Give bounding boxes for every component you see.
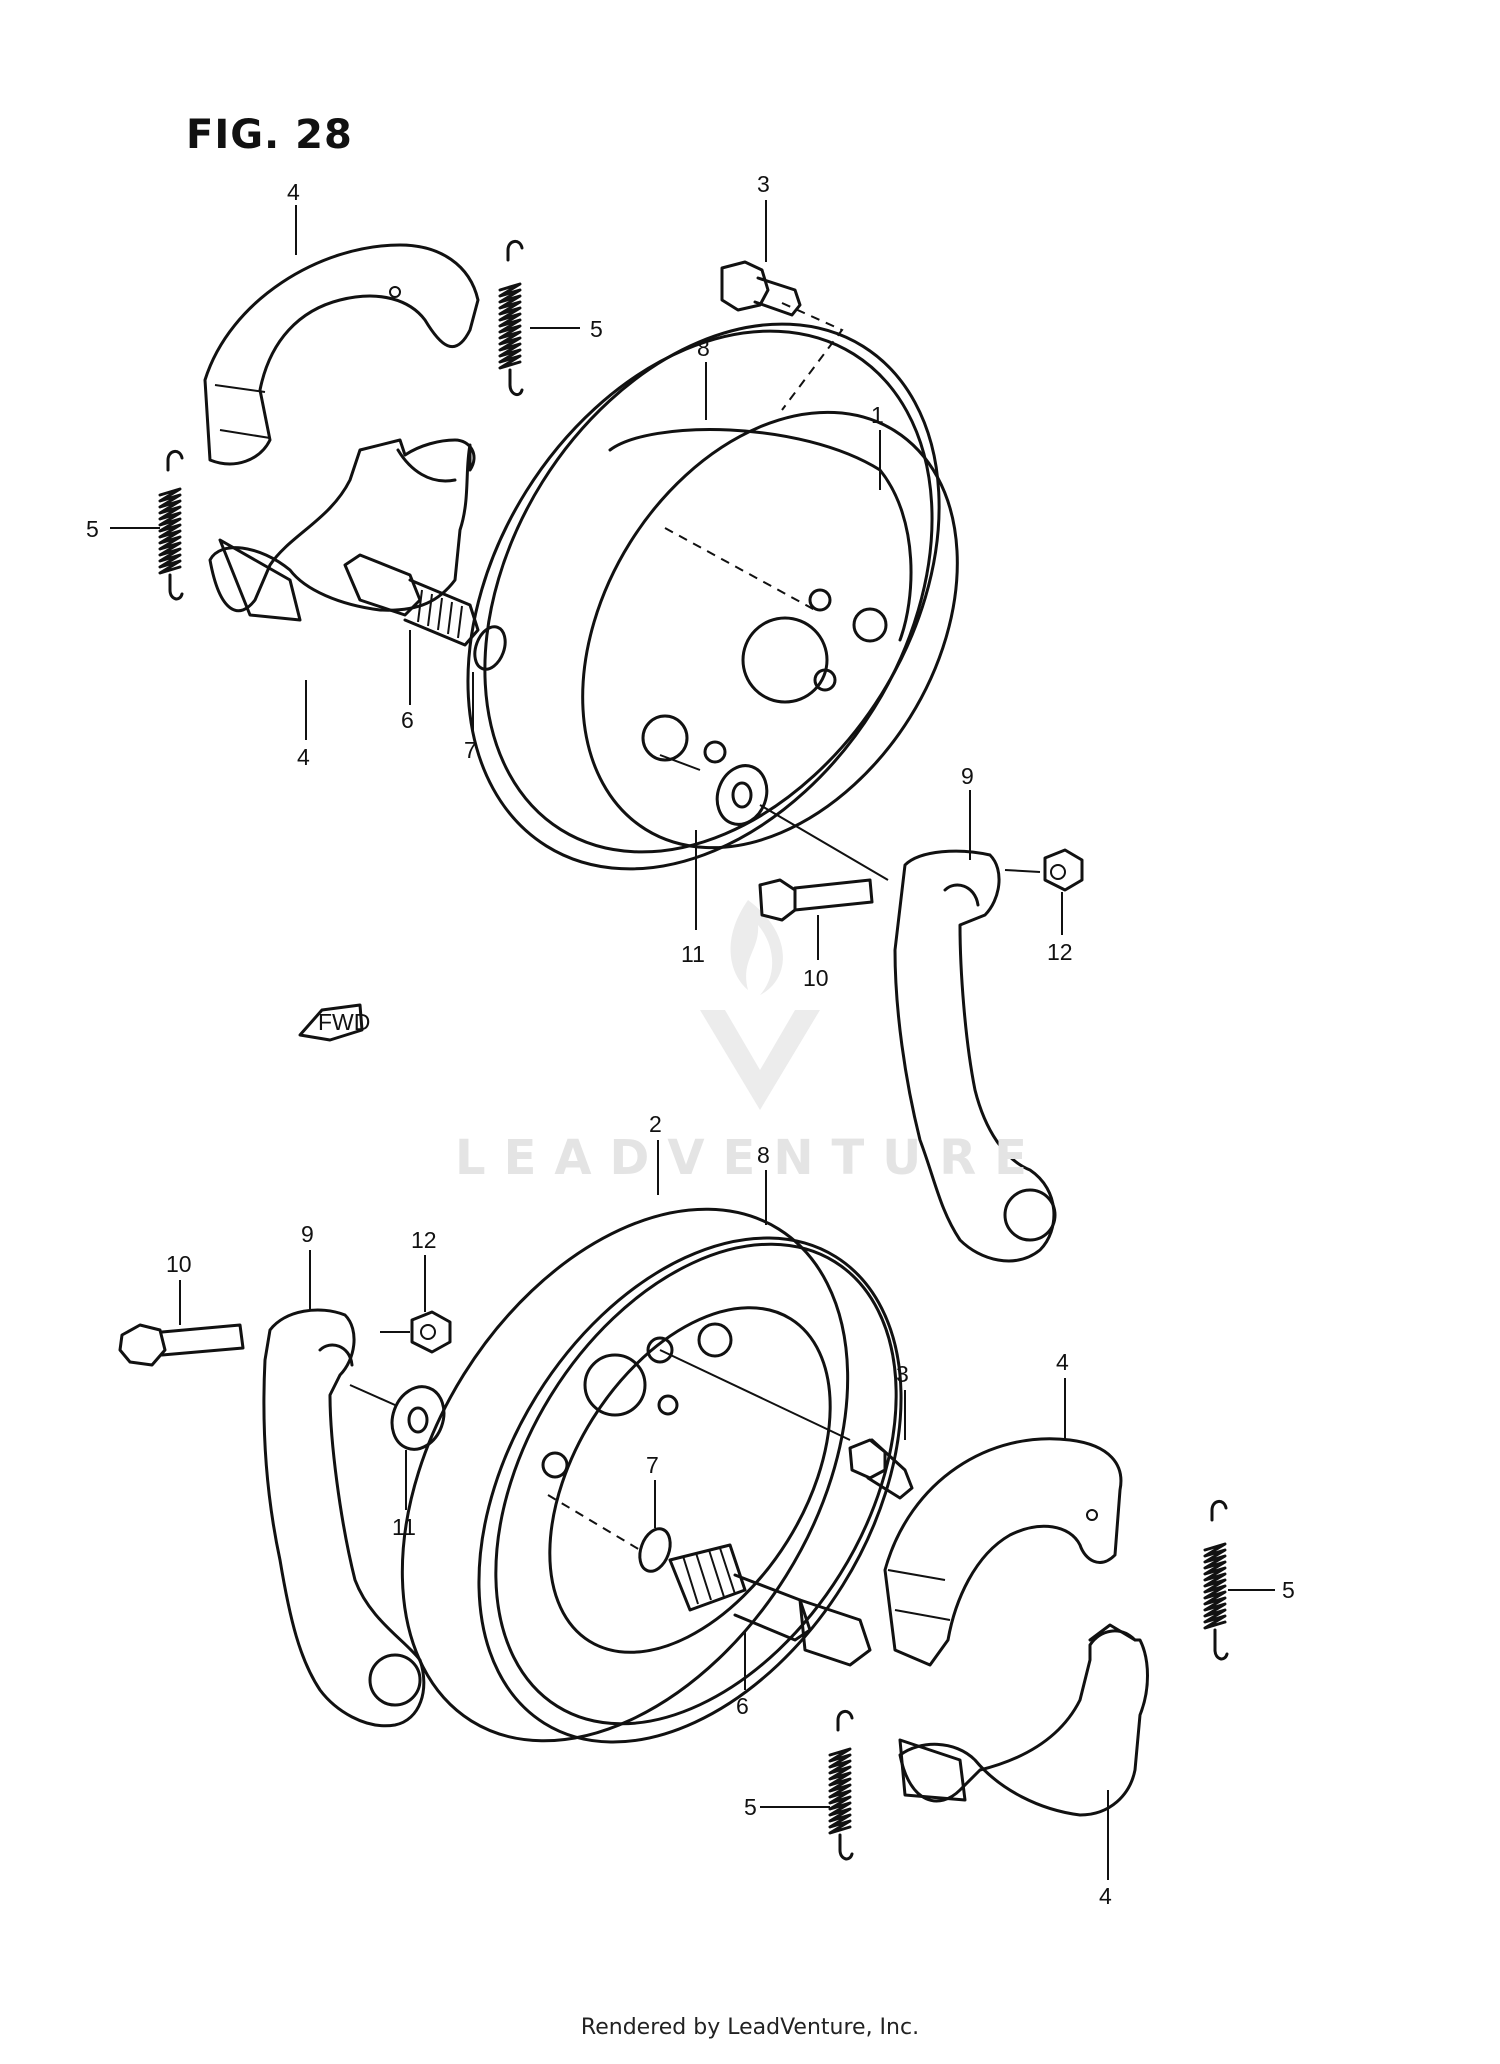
callout-8-a: 8 [697,335,710,361]
brake-shoe-lower-top [883,1437,1123,1667]
brake-drum-lower [400,1207,903,1744]
camshaft-upper [343,553,480,647]
bolt-upper [720,260,802,317]
callout-4-a: 4 [287,179,300,205]
washer-upper [715,764,769,826]
callout-12-b: 12 [411,1227,437,1253]
washer-lower [390,1385,446,1451]
callout-4-b: 4 [297,744,310,770]
callout-10-a: 10 [803,965,829,991]
bolt-lever-upper [758,878,874,922]
callout-3-b: 3 [896,1361,909,1387]
callout-2: 2 [649,1111,662,1137]
callout-4-c: 4 [1056,1349,1069,1375]
o-ring-upper [473,625,507,671]
bolt-lower [848,1438,914,1500]
callout-10-b: 10 [166,1251,192,1277]
callout-9-b: 9 [301,1221,314,1247]
footer-credit: Rendered by LeadVenture, Inc. [580,2015,920,2040]
callout-12-a: 12 [1047,939,1073,965]
callout-11-b: 11 [392,1514,416,1540]
figure-title: FIG. 28 [186,112,353,158]
brake-shoe-upper-bottom [208,438,476,622]
callout-5-b: 5 [86,516,99,542]
camshaft-lower [668,1543,872,1667]
brake-arm-lower [262,1308,426,1728]
callout-5-c: 5 [1282,1577,1295,1603]
brake-shoe-lower-bottom [898,1623,1149,1817]
watermark-logo [700,900,820,1110]
callout-5-a: 5 [590,316,603,342]
leader-lines [110,200,1275,1880]
callout-7-b: 7 [646,1452,659,1478]
callout-8-b: 8 [757,1142,770,1168]
callout-1: 1 [871,402,884,428]
spring-lower-left [828,1710,854,1861]
callout-6-b: 6 [736,1693,749,1719]
callout-5-d: 5 [744,1794,757,1820]
callout-6-a: 6 [401,707,414,733]
brake-drum-upper [466,322,959,871]
callout-7-a: 7 [464,737,477,763]
callout-labels: 4 5 3 8 1 5 4 6 7 9 11 10 12 2 8 10 9 12… [86,171,1295,1909]
bolt-lever-lower [118,1323,245,1367]
spring-upper-right [498,240,524,397]
nut-lower [410,1310,452,1354]
o-ring-lower [638,1527,672,1573]
fwd-label: FWD [318,1009,370,1035]
callout-3-a: 3 [757,171,770,197]
callout-9-a: 9 [961,763,974,789]
spring-lower-right [1203,1500,1229,1661]
callout-11-a: 11 [681,941,705,967]
callout-4-d: 4 [1099,1883,1112,1909]
brake-shoe-upper-top [203,243,480,466]
watermark-text: LEADVENTURE [455,1130,1045,1186]
fwd-arrow-icon: FWD [298,1003,370,1042]
brake-arm-upper [893,849,1057,1263]
spring-upper-left [158,450,184,601]
nut-upper [1043,848,1084,892]
